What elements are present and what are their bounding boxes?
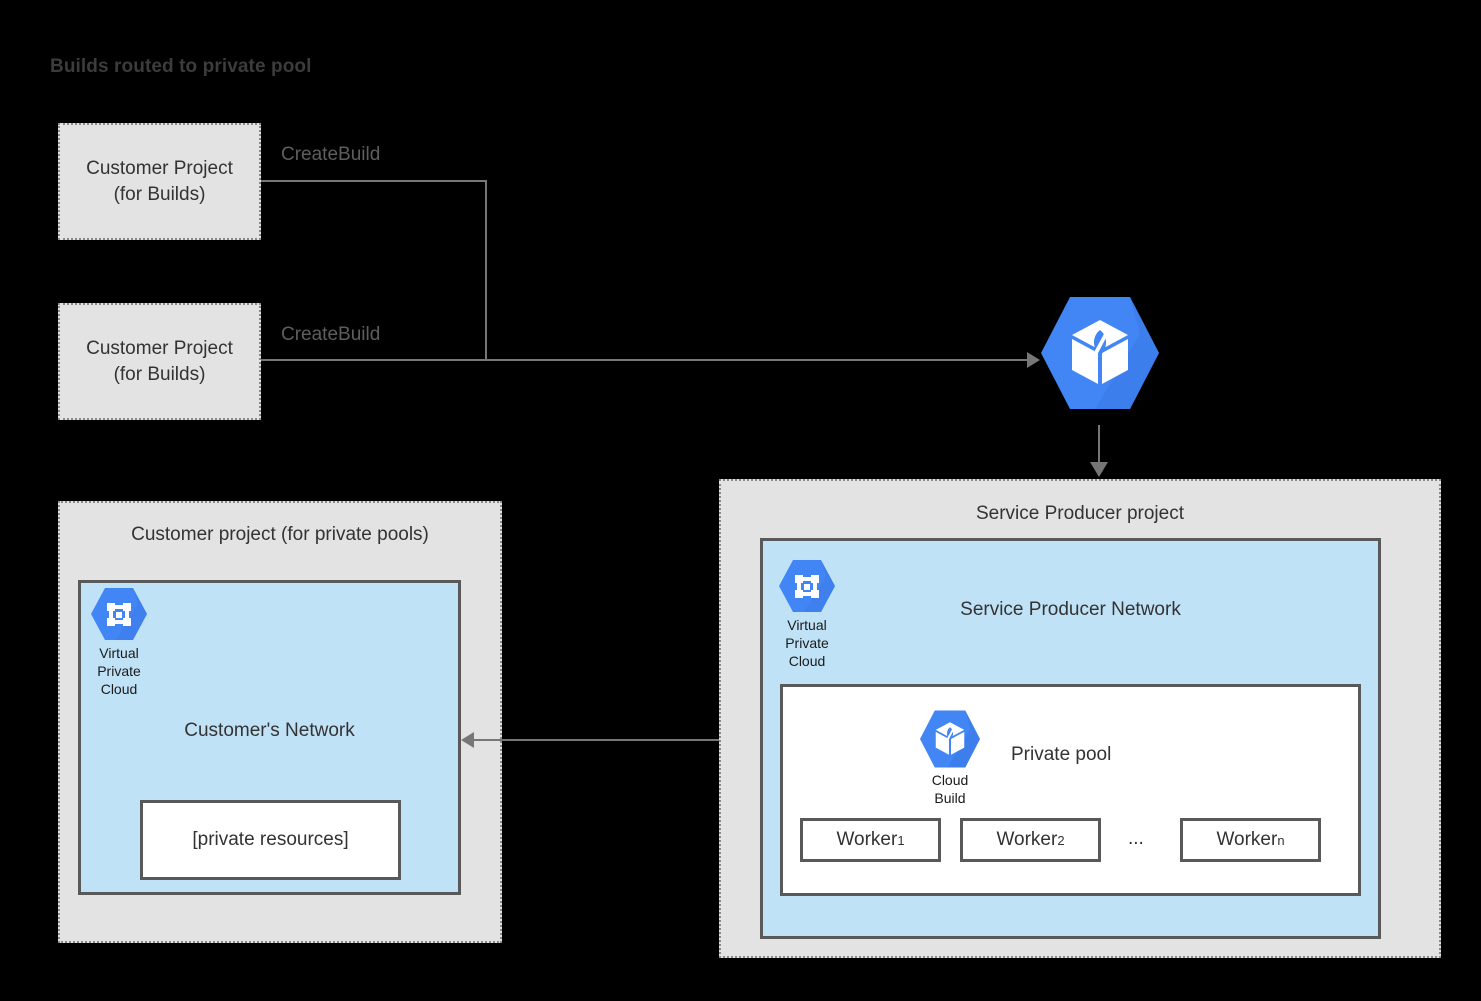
arrowhead-peering-left bbox=[461, 732, 474, 748]
worker-1-subscript: 1 bbox=[897, 832, 905, 848]
customer-build-project-1: Customer Project (for Builds) bbox=[58, 123, 261, 240]
edge-label-createbuild-1: CreateBuild bbox=[281, 144, 381, 165]
connector-cloudbuild-to-producer bbox=[1098, 425, 1100, 467]
customer-vpc-group: Virtual Private Cloud bbox=[86, 586, 152, 698]
worker-1-name: Worker bbox=[836, 829, 898, 850]
customer-vpc-caption: Virtual Private Cloud bbox=[97, 645, 141, 697]
private-resources-label: [private resources] bbox=[192, 829, 349, 850]
cloud-build-icon bbox=[1041, 297, 1159, 409]
cloud-build-service-icon bbox=[1040, 294, 1160, 412]
private-pool-box bbox=[780, 684, 1361, 896]
worker-n-subscript: n bbox=[1277, 832, 1285, 848]
connector-createbuild-1-horizontal bbox=[261, 180, 487, 182]
worker-n-name: Worker bbox=[1216, 829, 1278, 850]
cloud-build-icon bbox=[920, 710, 980, 768]
customer-build-project-2: Customer Project (for Builds) bbox=[58, 303, 261, 420]
arrowhead-cloudbuild-to-producer bbox=[1090, 462, 1108, 477]
customers-network-title: Customer's Network bbox=[184, 720, 355, 741]
customer-private-pool-project-label: Customer project (for private pools) bbox=[131, 524, 429, 545]
worker-2-name: Worker bbox=[996, 829, 1058, 850]
worker-ellipsis: ... bbox=[1128, 828, 1144, 849]
edge-label-createbuild-2: CreateBuild bbox=[281, 324, 381, 345]
worker-2-subscript: 2 bbox=[1057, 832, 1065, 848]
private-pool-title: Private pool bbox=[1011, 744, 1112, 765]
page-title: Builds routed to private pool bbox=[50, 56, 312, 77]
virtual-private-cloud-icon bbox=[91, 588, 147, 640]
private-pool-cloud-build-caption: Cloud Build bbox=[931, 772, 969, 806]
arrowhead-to-cloud-build bbox=[1027, 352, 1040, 368]
producer-vpc-group: Virtual Private Cloud bbox=[774, 558, 840, 670]
connector-networks-peering bbox=[470, 739, 760, 741]
customer-build-project-2-label: Customer Project (for Builds) bbox=[86, 337, 233, 385]
private-resources-box: [private resources] bbox=[140, 800, 401, 880]
producer-vpc-caption: Virtual Private Cloud bbox=[785, 617, 829, 669]
connector-createbuild-2-horizontal bbox=[261, 359, 1037, 361]
connector-createbuild-1-vertical bbox=[485, 180, 487, 360]
customer-build-project-1-label: Customer Project (for Builds) bbox=[86, 157, 233, 205]
service-producer-project-label: Service Producer project bbox=[975, 503, 1185, 524]
private-pool-cloud-build-group: Cloud Build bbox=[917, 709, 983, 807]
virtual-private-cloud-icon bbox=[779, 560, 835, 612]
service-producer-network-title: Service Producer Network bbox=[960, 599, 1181, 620]
